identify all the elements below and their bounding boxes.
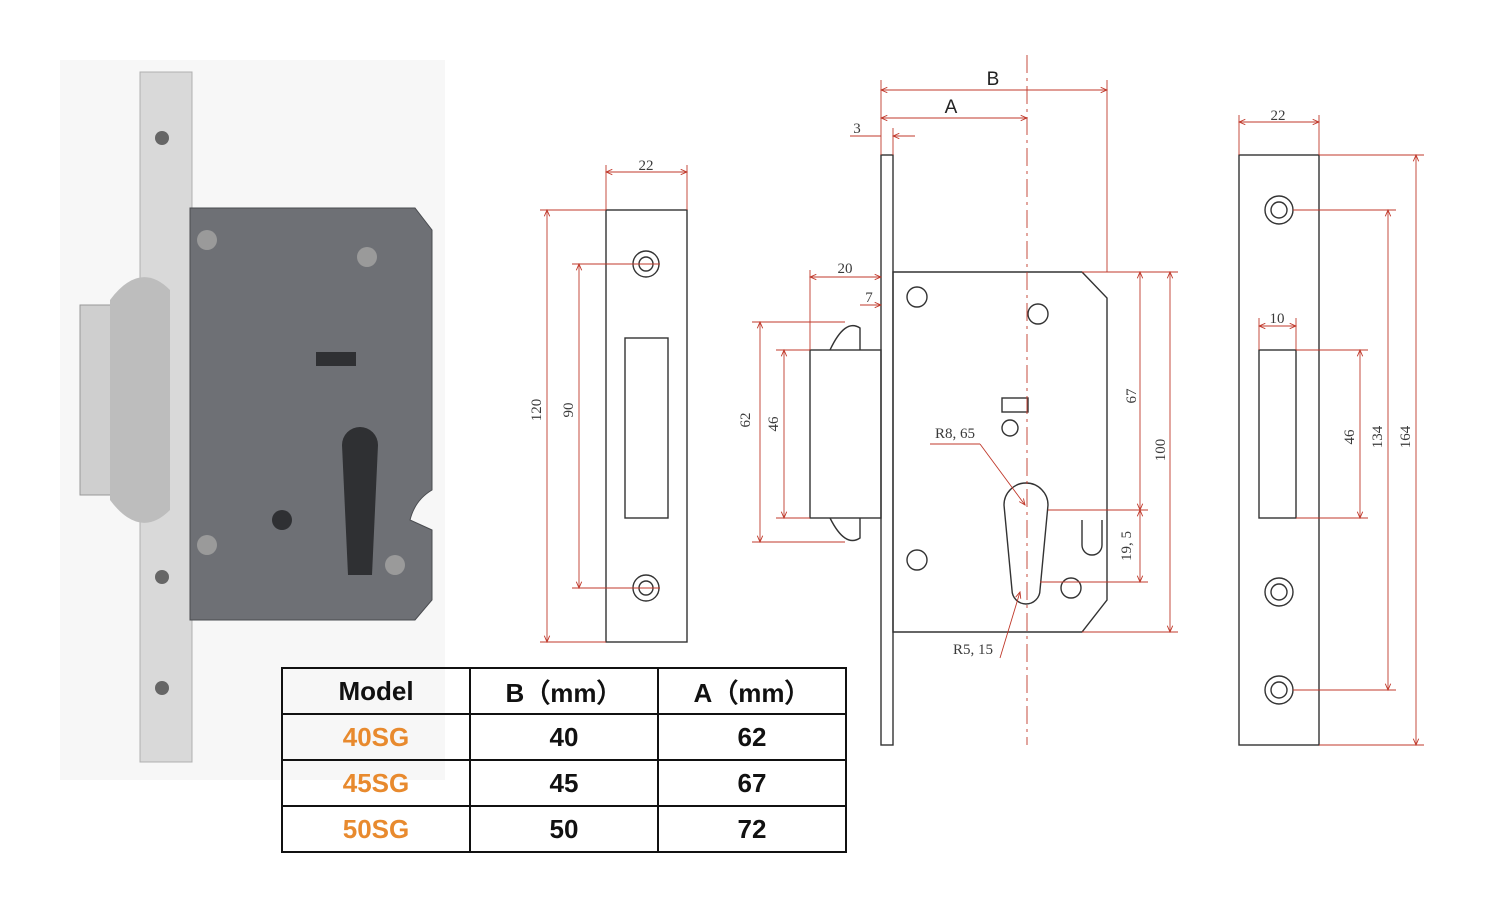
label-b: B — [987, 69, 1000, 90]
photo-screw-hole — [155, 681, 169, 695]
body-screw — [906, 286, 928, 308]
body-latch — [809, 349, 882, 519]
table-header-row: Model B（mm） A（mm） — [281, 667, 847, 715]
cell-a: 62 — [657, 713, 847, 761]
dim-faceplate-height: 164 — [1398, 425, 1414, 448]
photo-screw — [197, 230, 217, 250]
cell-b: 40 — [469, 713, 659, 761]
photo-screw-hole — [155, 131, 169, 145]
dim-latch-step: 7 — [865, 290, 873, 306]
dim-radius-lower: R5, 15 — [953, 642, 993, 658]
lock-photo — [60, 60, 445, 780]
dim-height-100: 100 — [1153, 439, 1169, 462]
dim-strike-height: 120 — [529, 399, 545, 422]
faceplate-outline — [1238, 154, 1320, 746]
photo-screw — [197, 535, 217, 555]
strike-plate-drawing — [605, 209, 688, 643]
dim-faceplate-thickness: 3 — [853, 121, 861, 137]
body-slot — [1001, 397, 1029, 413]
dim-hole-spacing: 134 — [1370, 425, 1386, 448]
cell-a: 67 — [657, 759, 847, 807]
photo-cylinder-cutout — [342, 427, 378, 575]
faceplate-screw-hole-inner — [1270, 681, 1288, 699]
table-row: 45SG 45 67 — [281, 759, 847, 807]
dim-cylinder-offset: 19, 5 — [1119, 531, 1135, 561]
body-spindle-hole — [1001, 419, 1019, 437]
body-screw — [1027, 303, 1049, 325]
body-screw — [906, 549, 928, 571]
dim-latch-projection: 20 — [838, 261, 853, 277]
faceplate-screw-hole — [1264, 577, 1294, 607]
faceplate-latch-slot — [1258, 349, 1297, 519]
strike-plate-dims — [540, 165, 687, 642]
faceplate-drawing — [1238, 154, 1320, 746]
dim-faceplate-width: 22 — [1271, 108, 1286, 124]
header-model: Model — [281, 667, 471, 715]
faceplate-screw-hole — [1264, 675, 1294, 705]
lock-body-dims — [752, 80, 1178, 659]
dim-latch-height-inner: 46 — [766, 416, 782, 432]
body-latch-hook-top — [829, 324, 861, 351]
label-a: A — [945, 97, 958, 118]
dim-slot-width: 10 — [1270, 311, 1285, 327]
photo-spindle-hole — [272, 510, 292, 530]
photo-latch-hook — [110, 277, 170, 523]
dim-radius-upper: R8, 65 — [935, 426, 975, 442]
body-notch — [1081, 520, 1103, 556]
cell-b: 50 — [469, 805, 659, 853]
body-case — [892, 271, 1108, 633]
dim-strike-width: 22 — [639, 158, 654, 174]
strike-plate-slot — [624, 337, 669, 519]
faceplate-dims — [1239, 115, 1424, 745]
table-row: 40SG 40 62 — [281, 713, 847, 761]
photo-slot — [316, 352, 356, 366]
faceplate-screw-hole-inner — [1270, 201, 1288, 219]
cell-a: 72 — [657, 805, 847, 853]
strike-plate-outline — [605, 209, 688, 643]
table-row: 50SG 50 72 — [281, 805, 847, 853]
dim-height-67: 67 — [1124, 388, 1140, 404]
body-faceplate — [880, 154, 894, 746]
spec-table: Model B（mm） A（mm） 40SG 40 62 45SG 45 67 … — [281, 667, 847, 853]
faceplate-screw-hole — [1264, 195, 1294, 225]
cell-model: 45SG — [281, 759, 471, 807]
body-screw — [1060, 577, 1082, 599]
cell-model: 40SG — [281, 713, 471, 761]
dim-slot-height: 46 — [1342, 429, 1358, 445]
photo-screw — [357, 247, 377, 267]
photo-screw — [385, 555, 405, 575]
faceplate-screw-hole-inner — [1270, 583, 1288, 601]
cell-model: 50SG — [281, 805, 471, 853]
body-latch-hook-bottom — [829, 517, 861, 542]
dim-latch-height-outer: 62 — [738, 413, 754, 428]
body-cylinder-cutout — [1003, 482, 1049, 605]
header-a: A（mm） — [657, 667, 847, 715]
photo-screw-hole — [155, 570, 169, 584]
cell-b: 45 — [469, 759, 659, 807]
dim-strike-hole-spacing: 90 — [561, 403, 577, 418]
header-b: B（mm） — [469, 667, 659, 715]
